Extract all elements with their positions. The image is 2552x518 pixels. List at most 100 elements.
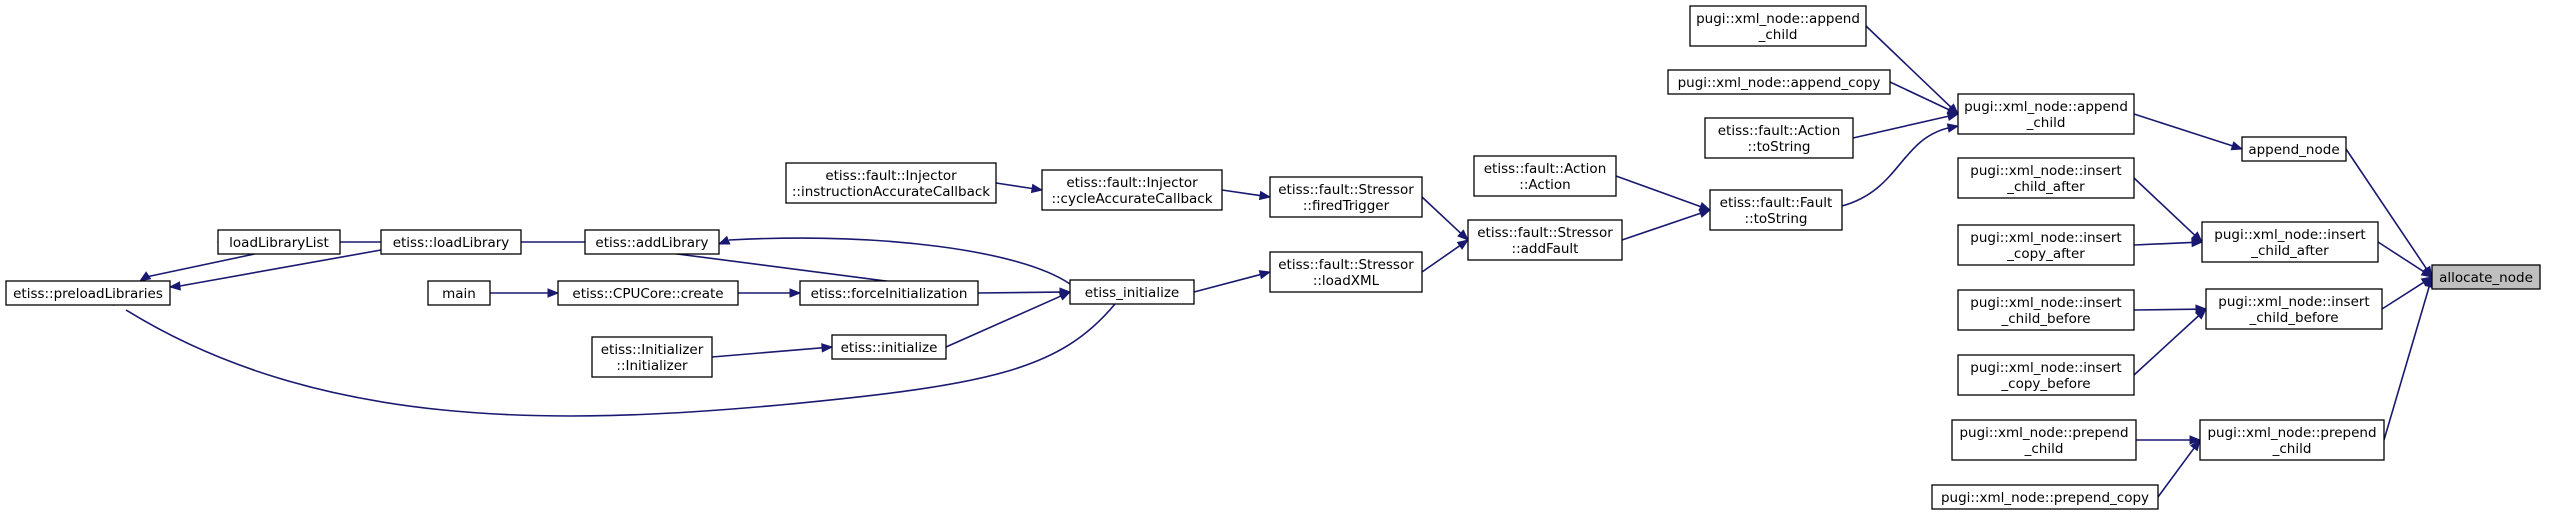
node-box [1957, 157, 2135, 199]
node-insert-copy-after[interactable]: pugi::xml_node::insert_copy_after [1957, 224, 2135, 266]
edge-arrowhead [789, 288, 802, 298]
node-box [1473, 155, 1617, 197]
edge-arrowhead [2230, 141, 2244, 151]
edge-initializer-to-etiss-initialize [711, 343, 834, 358]
edge-line [1421, 196, 1462, 234]
edge-arrowhead [1698, 208, 1712, 218]
edge-line [1852, 115, 1949, 139]
node-box [584, 229, 720, 255]
node-injector-instructionaccurate[interactable]: etiss::fault::Injector::instructionAccur… [785, 162, 997, 204]
node-label: etiss::loadLibrary [393, 235, 510, 251]
node-stressor-addfault[interactable]: etiss::fault::Stressor::addFault [1467, 219, 1623, 261]
node-etiss-forceinit[interactable]: etiss::forceInitialization [799, 280, 979, 306]
edge-arrowhead [2191, 237, 2204, 248]
node-etiss-initialize-c[interactable]: etiss_initialize [1069, 279, 1195, 305]
node-label: etiss::fault::Action [1718, 123, 1841, 139]
node-insert-child-after-2[interactable]: pugi::xml_node::insert_child_after [1957, 157, 2135, 199]
node-box [2199, 419, 2385, 461]
node-box [1667, 69, 1891, 95]
edge-line [1621, 212, 1701, 241]
edge-arrowhead [1456, 239, 1470, 250]
node-pugi-append-copy[interactable]: pugi::xml_node::append_copy [1667, 69, 1891, 95]
node-box [591, 336, 713, 378]
node-preloadlibraries[interactable]: etiss::preloadLibraries [5, 280, 171, 306]
node-label: _copy_after [2006, 246, 2085, 262]
edge-prepend-copy-to-prepend-child [2157, 438, 2201, 498]
node-label: etiss::initialize [841, 340, 938, 356]
node-box [1957, 93, 2135, 135]
node-prepend-child-2[interactable]: pugi::xml_node::prepend_child [1951, 419, 2137, 461]
node-box [217, 229, 341, 255]
node-loadlibrarylist[interactable]: loadLibraryList [217, 229, 341, 255]
edge-arrowhead [1946, 111, 1960, 121]
edge-arrowhead [1946, 123, 1960, 133]
edge-arrowhead [1058, 291, 1072, 301]
node-box [2205, 288, 2383, 330]
node-allocate-node[interactable]: allocate_node [2431, 264, 2541, 290]
edge-loadlibrarylist-to-preloadlibraries [138, 253, 255, 282]
edge-arrowhead [547, 288, 560, 298]
node-stressor-firedtrigger[interactable]: etiss::fault::Stressor::firedTrigger [1269, 176, 1423, 218]
node-label: ::toString [1745, 211, 1808, 227]
edge-arrowhead [717, 235, 731, 245]
node-label: _child [2272, 441, 2312, 457]
node-label: etiss_initialize [1085, 285, 1179, 301]
node-etiss-initialize[interactable]: etiss::initialize [831, 334, 947, 360]
node-label: loadLibraryList [229, 235, 329, 251]
node-initializer[interactable]: etiss::Initializer::Initializer [591, 336, 713, 378]
node-box [799, 280, 979, 306]
node-label: etiss::fault::Action [1484, 161, 1607, 177]
node-fault-action-tostring[interactable]: etiss::fault::Action::toString [1704, 117, 1854, 159]
node-label: _child_before [2001, 311, 2091, 327]
node-loadlibrary[interactable]: etiss::loadLibrary [380, 229, 522, 255]
node-append-node[interactable]: append_node [2241, 136, 2347, 162]
node-label: ::cycleAccurateCallback [1051, 191, 1212, 207]
edge-arrowhead [1258, 270, 1272, 280]
node-addlibrary[interactable]: etiss::addLibrary [584, 229, 720, 255]
node-label: pugi::xml_node::insert [1970, 295, 2121, 311]
node-label: _child_after [2250, 243, 2329, 259]
node-box [380, 229, 522, 255]
node-insert-copy-before[interactable]: pugi::xml_node::insert_copy_before [1957, 354, 2135, 396]
node-stressor-loadxml[interactable]: etiss::fault::Stressor::loadXML [1269, 251, 1423, 293]
edge-prepend-child-to-allocate-node [2383, 275, 2434, 441]
edge-injector-instructionaccurate-to-injector-cycleaccurate [995, 182, 1044, 194]
edge-arrowhead [1030, 183, 1044, 194]
node-label: etiss::fault::Stressor [1278, 182, 1414, 198]
edge-line [2133, 315, 2200, 376]
node-label: allocate_node [2439, 270, 2533, 286]
edge-line [2381, 281, 2425, 310]
node-pugi-append-child[interactable]: pugi::xml_node::append_child [1957, 93, 2135, 135]
edge-arrowhead [138, 271, 152, 282]
edge-arrowhead [2195, 308, 2207, 320]
node-prepend-child[interactable]: pugi::xml_node::prepend_child [2199, 419, 2385, 461]
edge-line [2383, 286, 2430, 441]
node-injector-cycleaccurate[interactable]: etiss::fault::Injector::cycleAccurateCal… [1041, 169, 1223, 211]
edge-cpucore-create-to-etiss-forceinit [738, 288, 802, 298]
node-label: _copy_before [2000, 376, 2090, 392]
node-insert-child-before-2[interactable]: pugi::xml_node::insert_child_before [1957, 289, 2135, 331]
edge-prepend-child-2-to-prepend-child [2136, 435, 2202, 445]
node-pugi-append-child-2[interactable]: pugi::xml_node::append_child [1689, 5, 1867, 47]
edge-line [2133, 241, 2193, 246]
edge-line [711, 347, 823, 358]
node-main[interactable]: main [427, 280, 491, 306]
node-prepend-copy[interactable]: pugi::xml_node::prepend_copy [1931, 484, 2159, 510]
node-fault-fault-tostring[interactable]: etiss::fault::Fault::toString [1709, 189, 1843, 231]
node-box [2241, 136, 2347, 162]
edge-stressor-firedtrigger-to-stressor-addfault [1421, 196, 1469, 241]
node-box [427, 280, 491, 306]
node-insert-child-after[interactable]: pugi::xml_node::insert_child_after [2201, 221, 2379, 263]
node-label: ::loadXML [1313, 273, 1380, 289]
node-box [1951, 419, 2137, 461]
edge-line [995, 182, 1033, 190]
node-label: etiss::fault::Fault [1720, 195, 1833, 211]
edge-line [2157, 447, 2195, 498]
node-cpucore-create[interactable]: etiss::CPUCore::create [557, 280, 739, 306]
node-box [1709, 189, 1843, 231]
edge-etiss-initialize-to-etiss-initialize-c [945, 291, 1072, 348]
node-insert-child-before[interactable]: pugi::xml_node::insert_child_before [2205, 288, 2383, 330]
node-label: append_node [2248, 142, 2339, 158]
node-fault-action-action[interactable]: etiss::fault::Action::Action [1473, 155, 1617, 197]
node-label: pugi::xml_node::insert [2218, 294, 2369, 310]
